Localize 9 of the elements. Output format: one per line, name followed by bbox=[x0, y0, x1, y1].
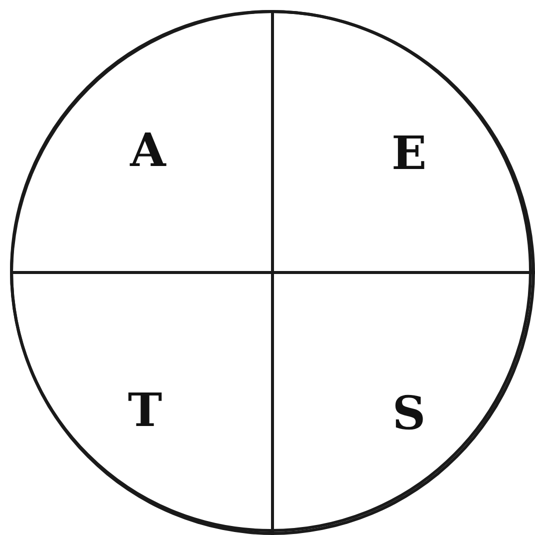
quadrant-segment bbox=[10, 10, 274, 274]
quadrant-segment bbox=[271, 271, 535, 535]
quadrant-letter: E bbox=[391, 130, 427, 176]
quadrant-letter: A bbox=[130, 127, 166, 173]
quadrant-letter: T bbox=[128, 387, 162, 433]
quadrant-segment bbox=[271, 10, 535, 274]
quadrant-letter: S bbox=[392, 390, 426, 436]
circle-outline bbox=[10, 10, 532, 532]
quadrant-segment bbox=[10, 271, 274, 535]
